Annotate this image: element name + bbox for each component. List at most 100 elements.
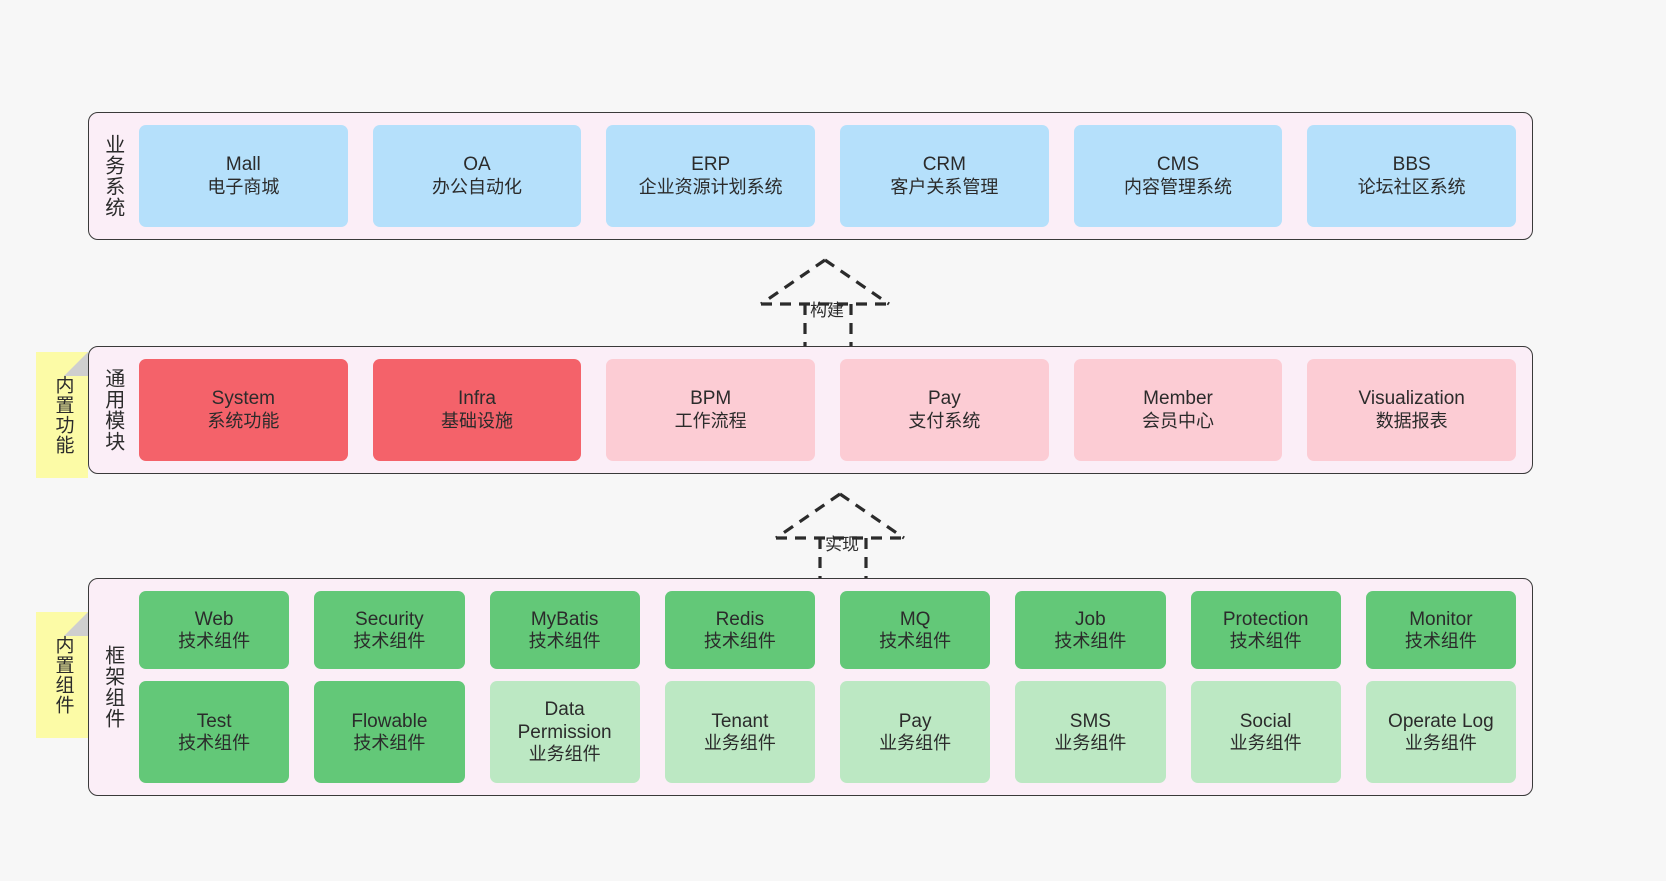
card-subtitle: 内容管理系统 (1124, 176, 1233, 197)
card-pay-module[interactable]: Pay 支付系统 (840, 359, 1049, 461)
card-row: Mall 电子商城 OA 办公自动化 ERP 企业资源计划系统 CRM 客户关系… (139, 125, 1517, 227)
card-protection[interactable]: Protection 技术组件 (1190, 591, 1341, 670)
card-title: CMS (1156, 154, 1200, 176)
card-row: Web 技术组件 Security 技术组件 MyBatis 技术组件 Redi… (139, 591, 1516, 670)
card-subtitle: 电子商城 (207, 176, 280, 197)
card-operate-log[interactable]: Operate Log 业务组件 (1365, 681, 1516, 784)
card-social[interactable]: Social 业务组件 (1190, 681, 1341, 784)
card-member[interactable]: Member 会员中心 (1073, 359, 1283, 461)
card-data-permission[interactable]: Data Permission 业务组件 (489, 681, 640, 784)
card-subtitle: 业务组件 (879, 732, 952, 753)
card-title: Operate Log (1388, 710, 1494, 732)
layer-body-common-modules: System 系统功能 Infra 基础设施 BPM 工作流程 Pay 支付系统… (135, 347, 1532, 473)
card-subtitle: 业务组件 (1404, 732, 1477, 753)
arrowhead-right-edge (839, 492, 905, 540)
card-monitor[interactable]: Monitor 技术组件 (1365, 591, 1516, 670)
card-subtitle: 业务组件 (1054, 732, 1127, 753)
card-title: System (211, 388, 276, 410)
card-subtitle: 支付系统 (908, 410, 981, 431)
card-subtitle: 业务组件 (703, 732, 776, 753)
layer-label-business-systems: 业务系统 (101, 134, 124, 218)
card-subtitle: 技术组件 (178, 732, 251, 753)
card-cms[interactable]: CMS 内容管理系统 (1073, 125, 1283, 227)
card-subtitle: 技术组件 (353, 630, 426, 651)
connector-label-implement: 实现 (825, 535, 859, 554)
card-sms[interactable]: SMS 业务组件 (1015, 681, 1166, 784)
card-subtitle: 技术组件 (879, 630, 952, 651)
card-title: CRM (922, 154, 966, 176)
arrowhead-right-edge (824, 258, 890, 306)
card-job[interactable]: Job 技术组件 (1015, 591, 1166, 670)
card-subtitle: 技术组件 (528, 630, 601, 651)
arrowhead-left-edge (775, 492, 841, 540)
layer-framework-components: 框架组件 Web 技术组件 Security 技术组件 MyBatis 技术组件… (88, 578, 1533, 796)
card-oa[interactable]: OA 办公自动化 (372, 125, 582, 227)
card-test[interactable]: Test 技术组件 (139, 681, 290, 784)
card-security[interactable]: Security 技术组件 (314, 591, 465, 670)
card-title: Web (194, 608, 234, 630)
arrowhead-left-edge (760, 258, 826, 306)
card-infra[interactable]: Infra 基础设施 (372, 359, 582, 461)
card-subtitle: 系统功能 (207, 410, 280, 431)
note-text: 内置组件 (52, 635, 74, 715)
card-title: Test (196, 710, 232, 732)
layer-common-modules: 通用模块 System 系统功能 Infra 基础设施 BPM 工作流程 Pay… (88, 346, 1533, 474)
card-title: Infra (457, 388, 497, 410)
card-title: Redis (715, 608, 765, 630)
card-subtitle: 数据报表 (1375, 410, 1448, 431)
card-subtitle: 企业资源计划系统 (638, 176, 783, 197)
card-subtitle: 办公自动化 (432, 176, 522, 197)
card-visualization[interactable]: Visualization 数据报表 (1307, 359, 1517, 461)
card-title: Mall (225, 154, 261, 176)
card-title: Visualization (1358, 388, 1465, 410)
card-subtitle: 论坛社区系统 (1357, 176, 1466, 197)
card-web[interactable]: Web 技术组件 (139, 591, 290, 670)
card-bbs[interactable]: BBS 论坛社区系统 (1307, 125, 1517, 227)
card-redis[interactable]: Redis 技术组件 (664, 591, 815, 670)
card-system[interactable]: System 系统功能 (139, 359, 348, 461)
connector-label-build: 构建 (810, 301, 844, 320)
card-subtitle: 基础设施 (441, 410, 513, 431)
note-text: 内置功能 (52, 375, 74, 455)
card-crm[interactable]: CRM 客户关系管理 (840, 125, 1049, 227)
connector-implement: 实现 (770, 490, 920, 580)
card-title: Protection (1222, 608, 1309, 630)
card-title: MQ (899, 608, 931, 630)
card-erp[interactable]: ERP 企业资源计划系统 (606, 125, 816, 227)
note-built-in-features: 内置功能 (36, 352, 88, 478)
note-built-in-components: 内置组件 (36, 612, 88, 738)
card-row: Test 技术组件 Flowable 技术组件 Data Permission … (139, 681, 1516, 784)
card-subtitle: 技术组件 (1404, 630, 1477, 651)
card-title: OA (463, 154, 491, 176)
card-title: Pay (898, 710, 932, 732)
card-title: Pay (927, 388, 961, 410)
layer-label-common-modules: 通用模块 (101, 368, 124, 452)
card-title: Tenant (711, 710, 769, 732)
card-subtitle: 技术组件 (703, 630, 776, 651)
card-title: Data Permission (517, 699, 612, 744)
card-title: BBS (1392, 154, 1431, 176)
card-bpm[interactable]: BPM 工作流程 (606, 359, 816, 461)
card-mall[interactable]: Mall 电子商城 (139, 125, 348, 227)
layer-body-business-systems: Mall 电子商城 OA 办公自动化 ERP 企业资源计划系统 CRM 客户关系… (135, 113, 1532, 239)
card-flowable[interactable]: Flowable 技术组件 (314, 681, 465, 784)
card-subtitle: 业务组件 (528, 744, 601, 765)
card-title: ERP (691, 154, 731, 176)
card-mybatis[interactable]: MyBatis 技术组件 (489, 591, 640, 670)
layer-body-framework-components: Web 技术组件 Security 技术组件 MyBatis 技术组件 Redi… (135, 579, 1532, 795)
card-subtitle: 技术组件 (1054, 630, 1127, 651)
card-subtitle: 会员中心 (1142, 410, 1215, 431)
card-tenant[interactable]: Tenant 业务组件 (664, 681, 815, 784)
card-title: Job (1075, 608, 1106, 630)
card-mq[interactable]: MQ 技术组件 (840, 591, 991, 670)
layer-business-systems: 业务系统 Mall 电子商城 OA 办公自动化 ERP 企业资源计划系统 CRM… (88, 112, 1533, 240)
card-title: Monitor (1409, 608, 1473, 630)
card-pay-component[interactable]: Pay 业务组件 (840, 681, 991, 784)
card-subtitle: 技术组件 (353, 732, 426, 753)
card-title: Flowable (351, 710, 428, 732)
card-title: MyBatis (530, 608, 599, 630)
card-title: Social (1239, 710, 1292, 732)
layer-label-framework-components: 框架组件 (101, 645, 124, 729)
card-subtitle: 业务组件 (1229, 732, 1302, 753)
